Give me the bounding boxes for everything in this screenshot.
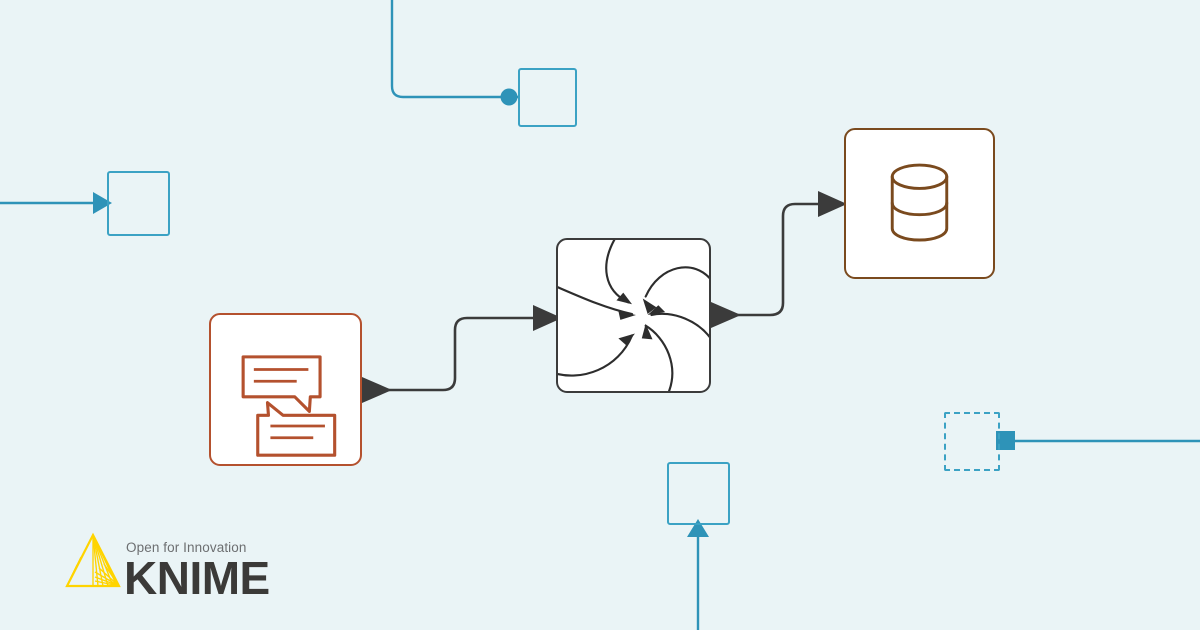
database-cylinder-icon bbox=[890, 163, 949, 242]
database-node[interactable] bbox=[844, 128, 995, 279]
connector-bottom-inbound[interactable] bbox=[687, 519, 709, 630]
connector-chat-to-merge[interactable] bbox=[362, 305, 562, 403]
chat-dialogue-node[interactable] bbox=[209, 313, 362, 466]
knime-logo-mark bbox=[65, 532, 121, 588]
placeholder-node-bottom[interactable] bbox=[667, 462, 730, 525]
placeholder-node-left[interactable] bbox=[107, 171, 170, 236]
port-circle-connector[interactable] bbox=[500, 88, 518, 106]
placeholder-node-top[interactable] bbox=[518, 68, 577, 127]
speech-bubbles-icon bbox=[241, 355, 337, 457]
converging-arrows-node[interactable] bbox=[556, 238, 711, 393]
port-square-connector[interactable] bbox=[996, 431, 1015, 450]
connector-merge-to-database[interactable] bbox=[711, 191, 847, 328]
knime-logo-tagline: Open for Innovation bbox=[126, 540, 247, 555]
connector-left-inbound[interactable] bbox=[0, 192, 112, 214]
converging-arrows-icon bbox=[558, 240, 709, 391]
connector-top-inbound[interactable] bbox=[390, 0, 518, 99]
placeholder-node-dashed[interactable] bbox=[944, 412, 1000, 471]
knime-logo-wordmark: KNIME bbox=[124, 552, 270, 604]
knime-logo: Open for Innovation KNIME bbox=[64, 530, 324, 601]
